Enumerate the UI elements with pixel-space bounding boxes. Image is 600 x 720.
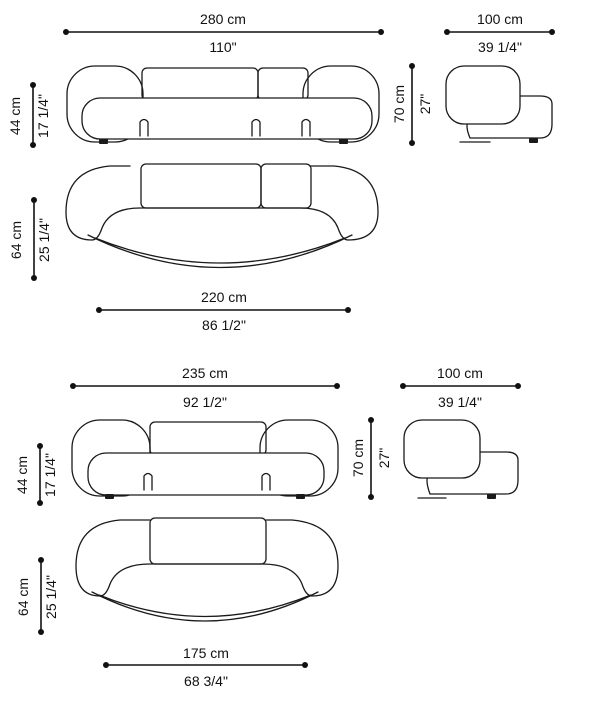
small-total-height-in: 27" [376,448,392,469]
large-base-width-dimension: 220 cm 86 1/2" [96,289,351,333]
large-front-width-dimension: 280 cm 110" [63,11,384,55]
small-base-width-cm: 175 cm [183,645,229,661]
small-sofa-side-view [403,419,519,499]
small-seat-height-cm: 44 cm [14,456,30,494]
large-base-width-cm: 220 cm [201,289,247,305]
small-total-height-dimension: 70 cm 27" [350,417,392,500]
small-side-depth-cm: 100 cm [437,365,483,381]
large-total-height-in: 27" [417,94,433,115]
large-total-height-dimension: 70 cm 27" [391,63,433,146]
large-plan-depth-cm: 64 cm [8,221,24,259]
small-front-width-in: 92 1/2" [183,394,227,410]
sofa-large-group: 280 cm 110" 44 cm 17 1/4" [7,11,555,333]
small-seat-height-in: 17 1/4" [42,453,58,497]
large-sofa-plan-view [65,163,379,269]
large-seat-height-cm: 44 cm [7,97,23,135]
large-total-height-cm: 70 cm [391,85,407,123]
small-base-width-dimension: 175 cm 68 3/4" [103,645,308,689]
small-plan-depth-dimension: 64 cm 25 1/4" [15,557,59,635]
small-front-width-dimension: 235 cm 92 1/2" [70,365,340,410]
sofa-small-group: 235 cm 92 1/2" 44 cm 17 1/4" [14,365,521,689]
large-base-width-in: 86 1/2" [202,317,246,333]
large-side-depth-dimension: 100 cm 39 1/4" [444,11,555,55]
small-seat-height-dimension: 44 cm 17 1/4" [14,443,58,506]
large-side-depth-cm: 100 cm [477,11,523,27]
small-front-width-cm: 235 cm [182,365,228,381]
small-plan-depth-cm: 64 cm [15,578,31,616]
large-side-depth-in: 39 1/4" [478,39,522,55]
large-sofa-front-view [66,65,380,144]
large-seat-height-in: 17 1/4" [35,94,51,138]
large-front-width-in: 110" [209,39,236,55]
large-front-width-cm: 280 cm [200,11,246,27]
small-plan-depth-in: 25 1/4" [43,575,59,619]
small-side-depth-dimension: 100 cm 39 1/4" [400,365,521,410]
small-sofa-front-view [71,419,339,499]
small-base-width-in: 68 3/4" [184,673,228,689]
large-sofa-side-view [445,65,553,143]
large-plan-depth-dimension: 64 cm 25 1/4" [8,197,52,281]
large-seat-height-dimension: 44 cm 17 1/4" [7,82,51,148]
small-total-height-cm: 70 cm [350,439,366,477]
large-plan-depth-in: 25 1/4" [36,218,52,262]
small-side-depth-in: 39 1/4" [438,394,482,410]
small-sofa-plan-view [75,517,339,622]
